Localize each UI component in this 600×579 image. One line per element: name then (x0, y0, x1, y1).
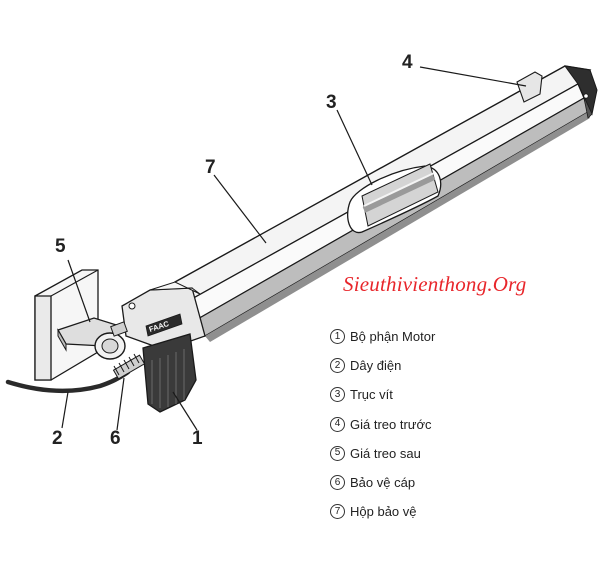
callout-6: 6 (110, 428, 121, 449)
callout-3: 3 (326, 92, 337, 113)
legend-item: 1 Bộ phận Motor (330, 322, 435, 351)
legend-label: Bảo vệ cáp (350, 475, 416, 491)
legend-label: Giá treo sau (350, 445, 421, 461)
legend-number: 6 (330, 475, 345, 491)
watermark-text: Sieuthivienthong.Org (343, 272, 527, 296)
callout-2: 2 (52, 428, 63, 449)
legend-number: 5 (330, 445, 345, 461)
wall-plate (34, 269, 99, 381)
legend-number: 1 (330, 329, 345, 345)
legend-item: 7 Hộp bảo vệ (330, 497, 435, 526)
cable-protector (112, 353, 146, 380)
leader-lines (61, 66, 527, 431)
legend-item: 2 Dây điện (330, 351, 435, 380)
front-bracket (516, 71, 543, 103)
callout-5: 5 (55, 236, 66, 257)
legend-number: 7 (330, 504, 345, 520)
legend-label: Trục vít (350, 387, 393, 403)
legend-label: Dây điện (350, 358, 402, 374)
legend-number: 4 (330, 416, 345, 432)
legend-item: 5 Giá treo sau (330, 439, 435, 468)
legend-number: 3 (330, 387, 345, 403)
legend-label: Hộp bảo vệ (350, 504, 417, 520)
power-cable (5, 369, 131, 394)
callout-1: 1 (192, 428, 203, 449)
legend-item: 6 Bảo vệ cáp (330, 468, 435, 497)
callout-4: 4 (402, 52, 413, 73)
worm-screw-cutaway (347, 163, 442, 234)
legend-label: Giá treo trước (350, 416, 432, 432)
legend-label: Bộ phận Motor (350, 329, 436, 345)
legend-number: 2 (330, 358, 345, 374)
legend-item: 4 Giá treo trước (330, 410, 435, 439)
motor-unit: FAAC (94, 281, 206, 413)
legend-item: 3 Trục vít (330, 380, 435, 409)
callout-7: 7 (205, 157, 216, 178)
